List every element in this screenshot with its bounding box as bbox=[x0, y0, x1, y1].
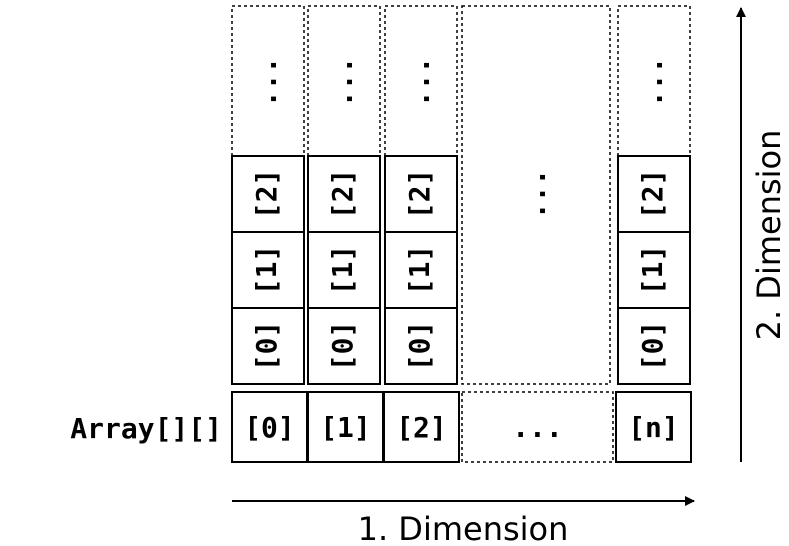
column-gap-box bbox=[461, 5, 611, 385]
first-dim-gap-cell bbox=[461, 391, 614, 463]
column-2-cell-2-label: [2] bbox=[403, 169, 436, 220]
column-0-cell-1-label: [1] bbox=[250, 245, 283, 296]
column-0: ... [2] [1] [0] bbox=[231, 5, 305, 385]
column-gap-more-label: ... bbox=[519, 169, 552, 220]
first-dim-cell-2 bbox=[383, 391, 460, 463]
column-n-cell-2-label: [2] bbox=[636, 169, 669, 220]
first-dim-gap-label: ... bbox=[512, 411, 563, 444]
column-1-more-label: ... bbox=[326, 57, 359, 108]
first-dim-cell-1-label: [1] bbox=[320, 411, 371, 444]
first-dim-cell-2-label: [2] bbox=[396, 411, 447, 444]
column-n: ... [2] [1] [0] bbox=[617, 5, 691, 385]
first-dimension-label: 1. Dimension bbox=[358, 510, 569, 546]
column-n-cell-1-label: [1] bbox=[636, 245, 669, 296]
column-n-cell-0-label: [0] bbox=[636, 321, 669, 372]
column-0-more-label: ... bbox=[250, 57, 283, 108]
column-2: ... [2] [1] [0] bbox=[384, 5, 458, 385]
column-2-cell-0 bbox=[384, 307, 458, 385]
column-1: ... [2] [1] [0] bbox=[307, 5, 381, 385]
column-0-cell-0-label: [0] bbox=[250, 321, 283, 372]
column-n-cell-0 bbox=[617, 307, 691, 385]
column-gap: ... bbox=[461, 5, 611, 385]
first-dim-cell-0-label: [0] bbox=[244, 411, 295, 444]
column-2-cell-1-label: [1] bbox=[403, 245, 436, 296]
second-dimension-label: 2. Dimension bbox=[750, 130, 788, 341]
column-1-cell-2-label: [2] bbox=[326, 169, 359, 220]
first-dimension-row: [0] [1] [2] ... [n] bbox=[231, 391, 692, 463]
column-1-cell-0 bbox=[307, 307, 381, 385]
array-label: Array[][] bbox=[70, 412, 222, 445]
column-n-more-label: ... bbox=[636, 57, 669, 108]
column-2-more-label: ... bbox=[403, 57, 436, 108]
column-0-cell-2-label: [2] bbox=[250, 169, 283, 220]
first-dim-cell-n bbox=[615, 391, 692, 463]
column-2-cell-0-label: [0] bbox=[403, 321, 436, 372]
column-1-cell-1-label: [1] bbox=[326, 245, 359, 296]
first-dim-cell-n-label: [n] bbox=[628, 411, 679, 444]
column-0-cell-0 bbox=[231, 307, 305, 385]
column-1-cell-0-label: [0] bbox=[326, 321, 359, 372]
